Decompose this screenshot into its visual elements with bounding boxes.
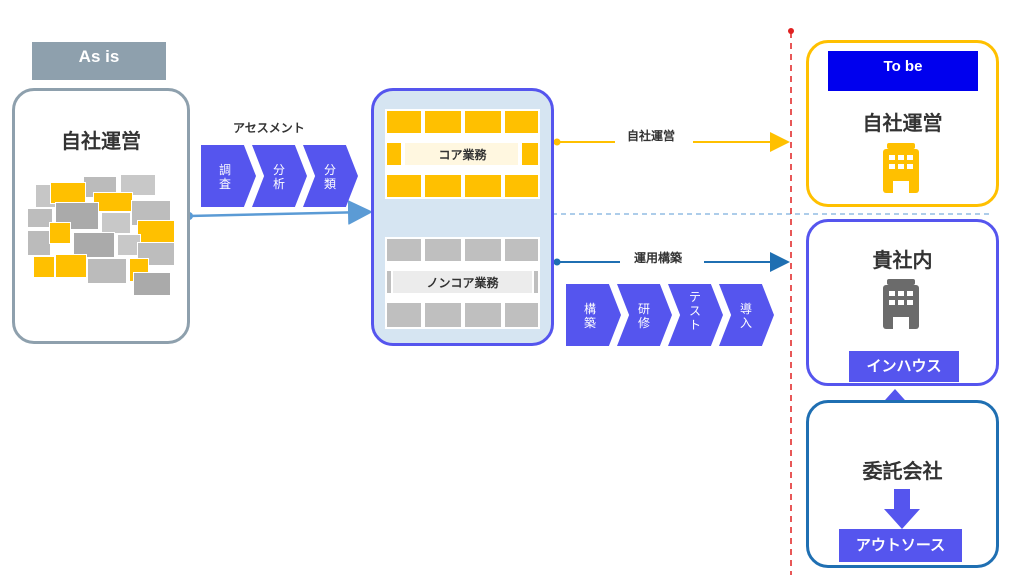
center-panel: コア業務 ノンコア業務 xyxy=(371,88,554,346)
as-is-panel: 自社運営 xyxy=(12,88,190,344)
as-is-title: 自社運営 xyxy=(61,129,141,153)
core-label: コア業務 xyxy=(438,148,487,162)
build-step-label: テスト xyxy=(688,290,701,332)
core-grid: コア業務 xyxy=(385,109,540,199)
inhouse-badge: インハウス xyxy=(849,351,959,382)
self-operation-label: 自社運営 xyxy=(627,129,676,143)
build-chevron-1: 構築 xyxy=(566,284,621,346)
building-icon-yellow xyxy=(881,143,921,193)
build-step-label: 構築 xyxy=(583,302,596,330)
noncore-grid: ノンコア業務 xyxy=(385,237,540,329)
inhouse-panel: 貴社内 インハウス xyxy=(806,219,999,386)
to-be-header: To be xyxy=(828,51,978,91)
as-is-header: As is xyxy=(32,42,166,80)
step-label: 調査 xyxy=(218,163,231,191)
outsource-title: 委託会社 xyxy=(862,459,943,483)
step-label: 分類 xyxy=(323,163,336,191)
inhouse-title: 貴社内 xyxy=(872,248,933,272)
step-label: 分析 xyxy=(272,163,285,191)
building-icon-gray xyxy=(881,279,921,329)
scattered-tasks-graphic xyxy=(25,174,180,306)
build-step-label: 導入 xyxy=(739,302,752,330)
assessment-label: アセスメント xyxy=(233,121,305,135)
noncore-label: ノンコア業務 xyxy=(426,276,499,290)
outsource-panel: 委託会社 アウトソース xyxy=(806,400,999,568)
step-chevron-1: 調査 xyxy=(201,145,256,207)
to-be-self-panel: To be 自社運営 xyxy=(806,40,999,207)
operation-build-label: 運用構築 xyxy=(634,251,683,265)
as-is-to-center-arrow xyxy=(188,199,373,225)
outsource-badge: アウトソース xyxy=(839,529,962,562)
to-be-self-title: 自社運営 xyxy=(862,111,943,135)
build-step-label: 研修 xyxy=(637,302,650,330)
down-arrow-icon xyxy=(884,489,920,529)
